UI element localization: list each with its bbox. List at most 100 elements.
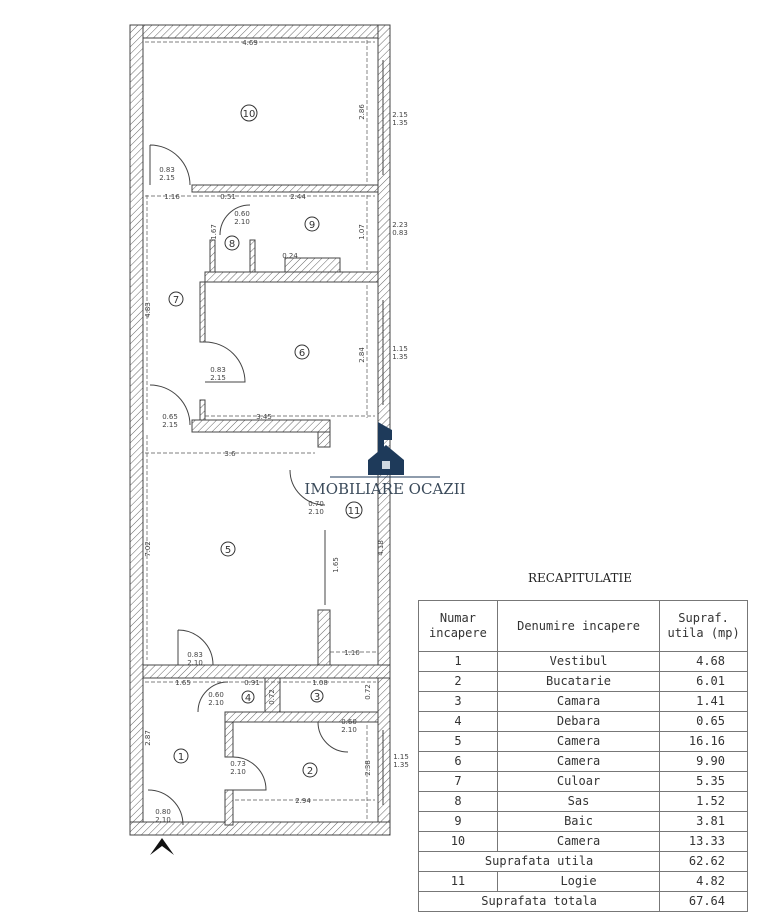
dim: 2.84 — [358, 347, 366, 363]
room-label-11: 11 — [348, 506, 361, 517]
cell-name: Camera — [496, 731, 661, 752]
dim: 0.83 — [392, 229, 408, 237]
dim: 0.80 — [155, 808, 171, 816]
header-number: Numar incapere — [418, 600, 498, 652]
cell-name: Culoar — [496, 771, 661, 792]
table-header: Numar incapere Denumire incapere Supraf.… — [418, 600, 748, 652]
cell-area: 9.90 — [659, 751, 748, 772]
dim: 0.91 — [244, 679, 260, 687]
dim: 1.15 — [392, 345, 408, 353]
header-area: Supraf. utila (mp) — [659, 600, 748, 652]
total-label: Suprafata totala — [417, 891, 661, 912]
cell-number: 1 — [418, 651, 498, 672]
dim: 1.65 — [175, 679, 191, 687]
dim: 0.70 — [308, 500, 324, 508]
dim: 1.35 — [393, 761, 409, 769]
dim: 1.07 — [358, 224, 366, 240]
walls — [129, 24, 391, 836]
dim: 2.10 — [155, 816, 171, 824]
dim: 2.15 — [159, 174, 175, 182]
north-arrow-icon — [150, 838, 174, 855]
subtotal-value: 62.62 — [659, 851, 748, 872]
dim: 2.10 — [187, 659, 203, 667]
dim: 2.86 — [358, 104, 366, 120]
recap-table: Numar incapere Denumire incapere Supraf.… — [417, 600, 748, 912]
dim: 2.38 — [364, 760, 372, 776]
room-label-6: 6 — [299, 348, 305, 359]
dim: 0.24 — [282, 252, 298, 260]
dim: 0.83 — [159, 166, 175, 174]
cell-name: Camera — [496, 831, 661, 852]
dimension-labels: 4.69 2.86 2.15 1.35 0.83 2.15 1.16 0.51 … — [144, 39, 409, 824]
dim: 4.18 — [377, 540, 385, 556]
dim: 2.94 — [295, 797, 311, 805]
cell-number: 8 — [418, 791, 498, 812]
cell-name: Debara — [496, 711, 661, 732]
cell-number: 3 — [418, 691, 498, 712]
cell-number: 5 — [418, 731, 498, 752]
dim: 1.35 — [392, 119, 408, 127]
dim: 2.23 — [392, 221, 408, 229]
room-label-1: 1 — [178, 752, 184, 763]
cell-name: Bucatarie — [496, 671, 661, 692]
header-name: Denumire incapere — [496, 600, 661, 652]
dim: 0.60 — [341, 718, 357, 726]
cell-name: Sas — [496, 791, 661, 812]
dim: 1.15 — [393, 753, 409, 761]
dim: 1.10 — [344, 649, 360, 657]
cell-number: 7 — [418, 771, 498, 792]
room-label-3: 3 — [314, 692, 320, 703]
cell-area: 6.01 — [659, 671, 748, 692]
dim: 1.65 — [332, 557, 340, 573]
dim: 0.83 — [187, 651, 203, 659]
dim: 2.10 — [230, 768, 246, 776]
dim: 0.51 — [220, 193, 236, 201]
dim: 0.60 — [234, 210, 250, 218]
cell-number: 11 — [418, 871, 498, 892]
dim: 2.44 — [290, 193, 306, 201]
doors — [147, 60, 384, 826]
cell-number: 4 — [418, 711, 498, 732]
room-label-9: 9 — [309, 220, 315, 231]
total-value: 67.64 — [659, 891, 748, 912]
watermark-logo: IMOBILIARE OCAZII — [304, 422, 466, 498]
cell-number: 2 — [418, 671, 498, 692]
room-label-7: 7 — [173, 295, 179, 306]
dim: 0.72 — [268, 689, 276, 705]
cell-number: 9 — [418, 811, 498, 832]
dim: 1.67 — [210, 224, 218, 240]
dim: 0.65 — [162, 413, 178, 421]
dim: 2.15 — [210, 374, 226, 382]
dim: 2.10 — [341, 726, 357, 734]
dim: 2.10 — [208, 699, 224, 707]
cell-name: Logie — [496, 871, 661, 892]
cell-number: 10 — [418, 831, 498, 852]
dim: 2.15 — [392, 111, 408, 119]
dim: 2.87 — [144, 730, 152, 746]
dim: 2.15 — [162, 421, 178, 429]
dim: 4.69 — [242, 39, 258, 47]
watermark-text: IMOBILIARE OCAZII — [304, 480, 465, 498]
dim: 1.16 — [164, 193, 180, 201]
dimension-lines — [145, 40, 378, 820]
room-label-4: 4 — [245, 693, 251, 704]
room-label-8: 8 — [229, 239, 235, 250]
cell-name: Camara — [496, 691, 661, 712]
cell-area: 4.68 — [659, 651, 748, 672]
cell-area: 5.35 — [659, 771, 748, 792]
dim: 0.83 — [210, 366, 226, 374]
cell-number: 6 — [418, 751, 498, 772]
cell-area: 16.16 — [659, 731, 748, 752]
recap-title: RECAPITULATIE — [527, 571, 633, 585]
dim: 4.83 — [144, 302, 152, 318]
